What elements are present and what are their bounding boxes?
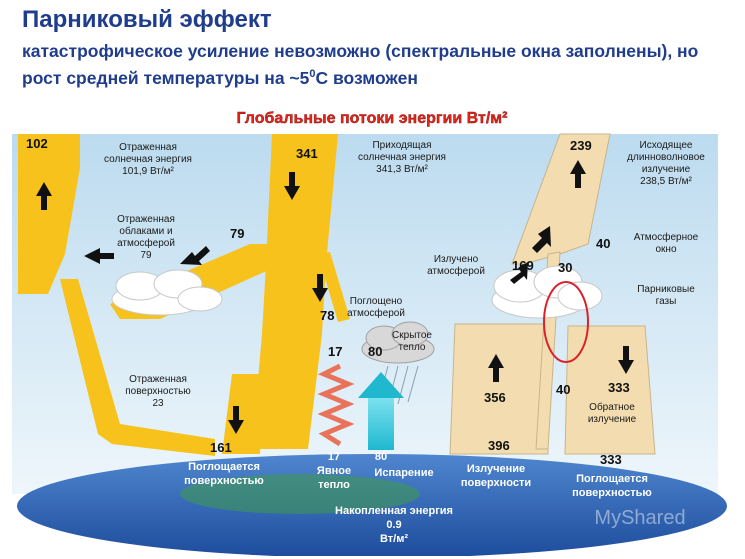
net-energy-line1: Накопленная энергия: [335, 505, 453, 517]
outgoing-lw-line3: излучение: [642, 164, 691, 175]
reflected-solar-line3: 101,9 Вт/м²: [122, 166, 174, 177]
reflected-solar-band: [18, 134, 80, 294]
surface-emission-block: [449, 323, 549, 455]
bottom-evap-value: 80: [375, 451, 387, 463]
emitted-atm-line2: атмосферой: [427, 265, 485, 277]
subtitle-text-end: С возможен: [315, 67, 418, 88]
outgoing-lw-value: 239: [570, 138, 592, 153]
back-radiation-block: [564, 325, 656, 455]
incoming-solar-line3: 341,3 Вт/м²: [376, 164, 428, 175]
greenhouse-line2: газы: [656, 296, 677, 307]
net-energy-line3: Вт/м²: [380, 533, 408, 545]
surface-reflected-line2: поверхностью: [125, 386, 191, 397]
surface-reflected-line3: 23: [152, 398, 164, 409]
surface-emit-value: 356: [484, 390, 506, 405]
cloud-reflected-line4: 79: [140, 250, 152, 261]
bottom-sensible-value: 17: [328, 451, 340, 463]
reflected-solar-line2: солнечная энергия: [104, 154, 192, 165]
outgoing-lw-line2: длинноволновое: [627, 152, 705, 163]
atm-window-line2: окно: [655, 244, 676, 255]
sensible-heat-wave: [317, 363, 355, 447]
surface-abs-solar-value: 161: [210, 440, 232, 455]
atm-absorbed-band: [318, 252, 350, 322]
bottom-sensible-line2: тепло: [318, 479, 350, 491]
arrow-up-outgoing: [570, 160, 586, 188]
emitted-atm-line1: Излучено: [434, 254, 479, 265]
diagram-heading: Глобальные потоки энергии Вт/м²: [237, 110, 508, 127]
cloud-left: [111, 269, 223, 316]
arrow-up-169: [532, 226, 551, 253]
arrow-up-169b: [510, 262, 528, 284]
arrow-left-cloud2: [180, 246, 210, 265]
back-rad-line1: Обратное: [589, 401, 635, 413]
energy-flow-diagram: Глобальные потоки энергии Вт/м²: [12, 110, 727, 556]
emitted-atm-value: 169: [512, 258, 534, 273]
window-value-low: 40: [556, 382, 570, 397]
surface-abs-back-value: 333: [600, 452, 622, 467]
surface-reflected-band: [60, 279, 215, 456]
direction-arrows: [36, 160, 634, 434]
bottom-absorbed-line2: поверхностью: [184, 475, 264, 487]
bottom-absorbed2-line2: поверхностью: [572, 487, 652, 499]
cloud-reflected-line1: Отраженная: [117, 214, 175, 225]
arrow-up-reflected: [36, 182, 52, 210]
greenhouse-line1: Парниковые: [637, 284, 695, 295]
text-labels: 102 Отраженная солнечная энергия 101,9 В…: [26, 136, 705, 545]
cloud-reflected-line2: облаками и: [119, 225, 172, 237]
evaporation-arrow: [358, 372, 404, 450]
bottom-emission-line2: поверхности: [461, 477, 531, 489]
outgoing-lw-line1: Исходящее: [640, 140, 693, 151]
reflected-solar-value: 102: [26, 136, 48, 151]
back-rad-line2: излучение: [588, 414, 637, 425]
incoming-solar-line1: Приходящая: [372, 140, 431, 151]
incoming-solar-band: [252, 134, 338, 449]
bottom-absorbed2-line1: Поглощается: [576, 473, 648, 485]
cloud-right: [491, 265, 603, 319]
arrow-up-surface-emit: [488, 354, 504, 382]
bottom-sensible-line1: Явное: [317, 465, 351, 477]
atm-absorbed-line1: Поглощено: [350, 296, 403, 307]
earth-land: [180, 474, 420, 514]
subtitle-text: катастрофическое усиление невозможно (сп…: [22, 41, 699, 88]
atm-absorbed-line2: атмосферой: [347, 307, 405, 319]
back-rad-value: 333: [608, 380, 630, 395]
reflected-solar-line1: Отраженная: [119, 142, 177, 153]
page-subtitle: катастрофическое усиление невозможно (сп…: [22, 40, 732, 90]
latent-heat-line1: Скрытое: [392, 330, 432, 341]
surface-emit-total-value: 396: [488, 438, 510, 453]
bottom-emission-line1: Излучение: [467, 463, 525, 475]
watermark: MyShared: [594, 507, 685, 529]
arrow-left-cloud1: [84, 248, 114, 264]
arrow-down-incoming: [284, 172, 300, 200]
arrow-down-absorbed-surface: [228, 406, 244, 434]
page-title: Парниковый эффект: [22, 6, 272, 33]
subtitle-superscript: 0: [309, 68, 316, 80]
greenhouse-value: 30: [558, 260, 572, 275]
bottom-absorbed-line1: Поглощается: [188, 461, 260, 473]
incoming-solar-line2: солнечная энергия: [358, 152, 446, 163]
atm-window-value: 40: [596, 236, 610, 251]
rain-cloud: [361, 321, 435, 364]
arrow-down-back-rad: [618, 346, 634, 374]
infrared-flows: [449, 133, 656, 455]
sensible-value-top: 17: [328, 344, 342, 359]
bottom-evap-label: Испарение: [374, 467, 433, 479]
greenhouse-highlight: [543, 281, 589, 363]
net-energy-line2: 0.9: [386, 519, 401, 531]
surface-absorbed-band: [222, 374, 262, 454]
atm-absorbed-value: 78: [320, 308, 334, 323]
atm-window-line1: Атмосферное: [634, 231, 699, 243]
latent-heat-value: 80: [368, 344, 382, 359]
cloud-reflected-line3: атмосферой: [117, 237, 175, 249]
surface-reflected-line1: Отраженная: [129, 374, 187, 385]
cloud-reflected-value: 79: [230, 226, 244, 241]
incoming-solar-value: 341: [296, 146, 318, 161]
latent-heat-line2: тепло: [399, 342, 426, 353]
outgoing-lw-line4: 238,5 Вт/м²: [640, 176, 692, 187]
arrow-down-atm-absorbed: [312, 274, 328, 302]
